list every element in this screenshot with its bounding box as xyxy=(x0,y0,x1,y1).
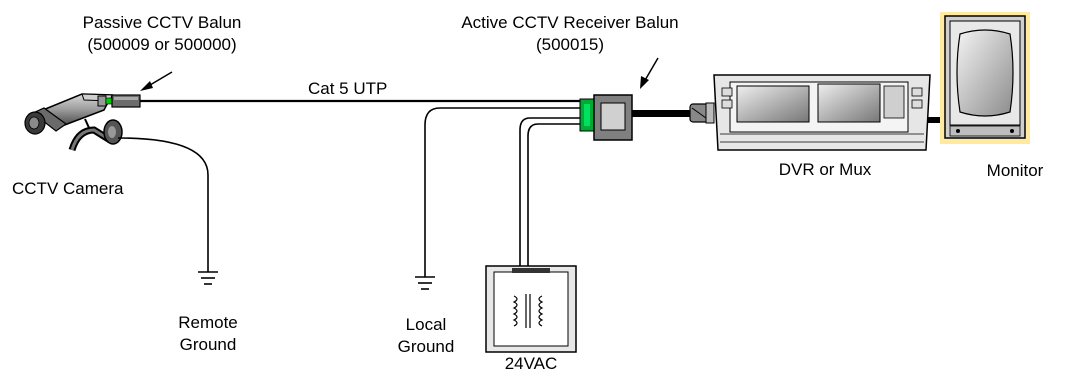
active-balun-part-number: (500015) xyxy=(535,35,605,54)
power-wire xyxy=(527,123,585,266)
local-ground-wire xyxy=(424,107,585,277)
active-balun-label: Active CCTV Receiver Balun (500015) xyxy=(440,12,700,56)
monitor-label: Monitor xyxy=(986,161,1044,180)
dvr-label: DVR or Mux xyxy=(778,160,872,179)
remote-ground-line2: Ground xyxy=(179,335,237,354)
passive-balun-name: Passive CCTV Balun xyxy=(82,13,242,32)
active-balun-name: Active CCTV Receiver Balun xyxy=(461,13,679,32)
arrow-icon xyxy=(640,57,659,89)
monitor-icon xyxy=(940,12,1030,144)
local-ground-label: Local Ground xyxy=(366,314,486,358)
local-ground-line1: Local xyxy=(405,315,447,334)
remote-ground-label: Remote Ground xyxy=(148,312,268,356)
transformer-icon xyxy=(485,265,577,353)
camera-label: CCTV Camera xyxy=(12,179,124,198)
ground-icon xyxy=(198,271,218,285)
arrow-icon xyxy=(140,71,173,91)
power-wire xyxy=(519,117,585,266)
cable-label: Cat 5 UTP xyxy=(308,79,388,98)
remote-ground-line1: Remote xyxy=(178,313,238,332)
passive-balun-part-number: (500009 or 500000) xyxy=(87,35,237,54)
dvr-icon xyxy=(705,74,931,151)
passive-balun-label: Passive CCTV Balun (500009 or 500000) xyxy=(62,12,262,56)
passive-balun-icon xyxy=(111,94,141,108)
cctv-camera-icon xyxy=(24,93,123,152)
active-balun-icon xyxy=(579,94,709,141)
local-ground-line2: Ground xyxy=(397,337,455,356)
ground-icon xyxy=(415,276,435,290)
remote-ground-wire xyxy=(117,137,209,272)
power-label: 24VAC xyxy=(504,354,558,373)
